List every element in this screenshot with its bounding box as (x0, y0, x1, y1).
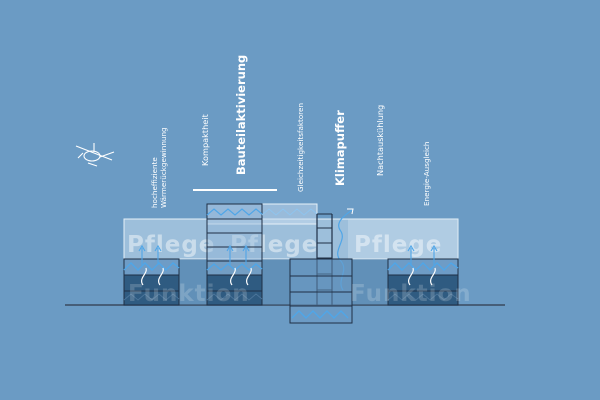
watermark-text-2: Pflege (230, 232, 318, 258)
watermark-bottom-2: Funktion (350, 281, 472, 307)
watermark-pflege: Pflege Pflege Pflege (127, 232, 442, 258)
label-energie-ausgleich: Energie-Ausgleich (422, 142, 431, 206)
vertical-labels: hocheffiziente Wärmerückgewinnung Kompak… (150, 55, 431, 208)
label-nachtauskuehlung: Nachtauskühlung (375, 105, 385, 176)
building-block-center (206, 203, 318, 306)
watermark-bottom-1: Funktion (128, 281, 250, 307)
buffer-storage-box (289, 258, 353, 324)
label-bauteilaktivierung: Bauteilaktivierung (234, 55, 248, 175)
watermark-funktion: Funktion Funktion (128, 281, 472, 307)
label-waermerueck-line2: Wärmerückgewinnung (159, 127, 168, 208)
air-flow-arrow-icon (141, 267, 436, 286)
watermark-text-1: Pflege (127, 232, 215, 258)
label-gleichzeitigkeit: Gleichzeitigkeitsfaktoren (296, 103, 305, 192)
label-waermerueck-line1: hocheffiziente (150, 157, 159, 208)
building-block-left (123, 258, 180, 306)
helicopter-icon (75, 143, 115, 167)
building-block-right (387, 258, 459, 306)
label-klimapuffer: Klimapuffer (333, 110, 347, 186)
watermark-text-3: Pflege (354, 232, 442, 258)
rising-air-icons (138, 244, 438, 265)
label-kompaktheit: Kompaktheit (200, 113, 210, 166)
